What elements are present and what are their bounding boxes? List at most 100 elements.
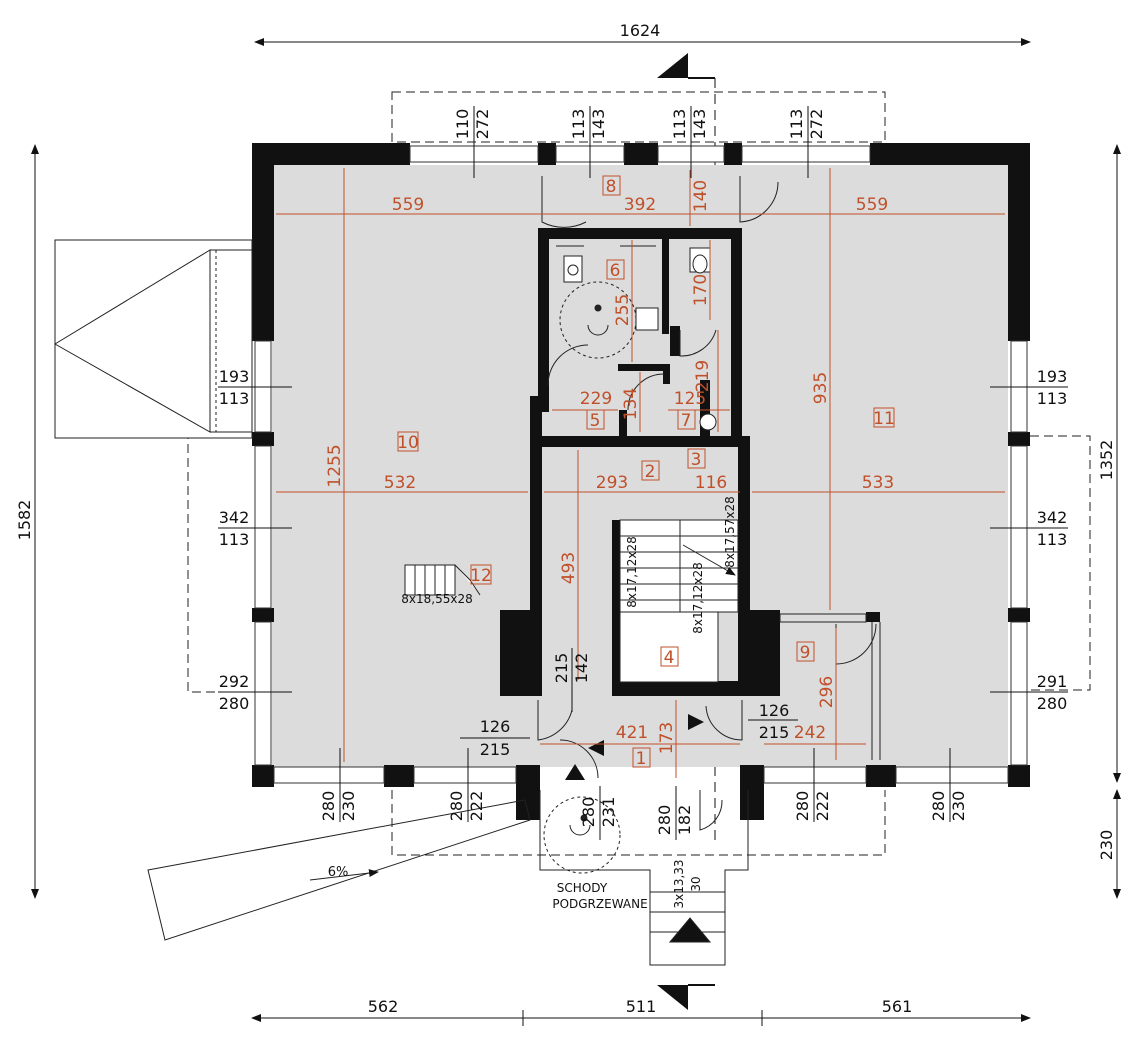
overall-width-top: 1624 bbox=[620, 21, 661, 40]
dim-r8-right: 559 bbox=[856, 195, 888, 215]
door-ent2-b: 182 bbox=[675, 805, 694, 836]
room-12: 12 bbox=[470, 566, 492, 586]
door-dims bbox=[460, 648, 798, 840]
win-bot-1-b: 230 bbox=[339, 791, 358, 822]
win-right-1-h: 113 bbox=[1037, 389, 1068, 408]
win-right-2-h: 113 bbox=[1037, 530, 1068, 549]
window-dim-bottom-labels: 280 230 280 222 280 222 280 230 bbox=[319, 791, 968, 822]
dim-r8-mid: 392 bbox=[624, 195, 656, 215]
win-left-1-w: 193 bbox=[219, 367, 250, 386]
dim-r2-w: 293 bbox=[596, 473, 628, 493]
small-stair bbox=[404, 564, 481, 596]
dim-r7-h: 219 bbox=[693, 360, 713, 392]
win-bot-2-a: 280 bbox=[447, 791, 466, 822]
dim-r2-h: 493 bbox=[559, 552, 579, 584]
win-right-2-w: 342 bbox=[1037, 508, 1068, 527]
heated-stairs-2: PODGRZEWANE bbox=[552, 897, 647, 911]
room-dimensions bbox=[276, 168, 1005, 778]
main-staircase bbox=[619, 519, 739, 683]
floor-areas bbox=[272, 165, 1008, 767]
overall-height-left: 1582 bbox=[15, 500, 34, 541]
heated-stairs-1: SCHODY bbox=[557, 881, 608, 895]
room-10: 10 bbox=[397, 433, 419, 453]
door-right-b: 215 bbox=[759, 723, 790, 742]
room9-partitions bbox=[779, 613, 881, 760]
window-dims-bottom bbox=[339, 748, 951, 822]
room-8: 8 bbox=[606, 177, 617, 197]
dim-r7-top-h: 170 bbox=[691, 274, 711, 306]
room-2: 2 bbox=[645, 462, 656, 482]
windows bbox=[254, 145, 1028, 784]
door-stair-b: 142 bbox=[572, 653, 591, 684]
window-dim-side-labels: 193 113 342 113 292 280 193 113 342 113 … bbox=[219, 367, 1068, 713]
dim-r6-h: 255 bbox=[613, 294, 633, 326]
window-dim-top-labels: 110 272 113 143 113 143 113 272 bbox=[453, 109, 826, 140]
dim-r8-h: 140 bbox=[691, 180, 711, 212]
doors bbox=[537, 176, 877, 831]
win-top-1-b: 272 bbox=[473, 109, 492, 140]
section-marker-bottom bbox=[657, 985, 688, 1010]
win-top-3-b: 143 bbox=[690, 109, 709, 140]
door-left-b: 215 bbox=[480, 740, 511, 759]
section-markers bbox=[657, 53, 716, 1010]
room-1: 1 bbox=[636, 749, 647, 769]
win-left-2-h: 113 bbox=[219, 530, 250, 549]
win-bot-4-b: 230 bbox=[949, 791, 968, 822]
ramp-slope: 6% bbox=[328, 865, 349, 880]
overall-dimensions: 1624 1582 1352 230 5 6 2 511 561 bbox=[15, 21, 1121, 1026]
room-5: 5 bbox=[590, 411, 601, 431]
win-bot-4-a: 280 bbox=[929, 791, 948, 822]
win-left-3-w: 292 bbox=[219, 672, 250, 691]
win-top-3-a: 113 bbox=[670, 109, 689, 140]
win-bot-3-a: 280 bbox=[793, 791, 812, 822]
room-3: 3 bbox=[691, 450, 702, 470]
room-dimension-labels: 559 392 140 559 255 170 219 229 134 125 … bbox=[325, 180, 894, 754]
floor-fill bbox=[272, 165, 1008, 767]
room-9: 9 bbox=[800, 643, 811, 663]
win-bot-1-a: 280 bbox=[319, 791, 338, 822]
win-right-3-w: 291 bbox=[1037, 672, 1068, 691]
stairs-1: 8x17,12x28 bbox=[625, 536, 639, 607]
win-top-4-a: 113 bbox=[787, 109, 806, 140]
door-left-a: 126 bbox=[480, 717, 511, 736]
overall-height-right: 1352 bbox=[1097, 440, 1116, 481]
win-top-2-b: 143 bbox=[589, 109, 608, 140]
dim-r1-w: 421 bbox=[616, 723, 648, 743]
sanitary-fixtures bbox=[556, 245, 717, 431]
dim-r10-h: 1255 bbox=[325, 444, 345, 487]
win-right-1-w: 193 bbox=[1037, 367, 1068, 386]
dim-r1-h: 173 bbox=[657, 722, 677, 754]
dim-r11-h: 935 bbox=[811, 372, 831, 404]
dim-r5-h: 134 bbox=[621, 388, 641, 420]
win-top-2-a: 113 bbox=[569, 109, 588, 140]
room-4: 4 bbox=[664, 648, 675, 668]
stairs-entrance-dim: 3x13,33 bbox=[672, 859, 686, 908]
section-marker-top bbox=[657, 53, 688, 78]
bottom-dim-right: 561 bbox=[882, 997, 913, 1016]
door-stair-a: 215 bbox=[552, 653, 571, 684]
room-numbers bbox=[397, 175, 895, 768]
dim-r10-w: 532 bbox=[384, 473, 416, 493]
dim-r9-w: 242 bbox=[794, 723, 826, 743]
stairs-small: 8x18,55x28 bbox=[401, 592, 472, 606]
entrance-steps: 3x13,33 30 SCHODY PODGRZEWANE bbox=[539, 790, 749, 966]
window-dims-sides bbox=[218, 386, 1068, 693]
dim-r8-left: 559 bbox=[392, 195, 424, 215]
door-ent-a: 280 bbox=[579, 797, 598, 828]
win-left-2-w: 342 bbox=[219, 508, 250, 527]
door-dim-labels: 215 142 126 215 126 215 280 231 280 182 bbox=[480, 653, 790, 836]
bottom-dim-mid: 511 bbox=[626, 997, 657, 1016]
room-11: 11 bbox=[873, 409, 895, 429]
win-left-1-h: 113 bbox=[219, 389, 250, 408]
win-bot-2-b: 222 bbox=[467, 791, 486, 822]
dim-r3-w: 116 bbox=[695, 473, 727, 493]
room-6: 6 bbox=[610, 261, 621, 281]
dim-r5-w: 229 bbox=[580, 389, 612, 409]
win-top-4-b: 272 bbox=[807, 109, 826, 140]
win-bot-3-b: 222 bbox=[813, 791, 832, 822]
stairs-3: 8x17,57x28 bbox=[723, 496, 737, 567]
ramp: 6% bbox=[147, 799, 531, 941]
door-right-a: 126 bbox=[759, 701, 790, 720]
room-number-labels: 1 2 3 4 5 6 7 8 9 10 11 12 bbox=[397, 177, 895, 769]
